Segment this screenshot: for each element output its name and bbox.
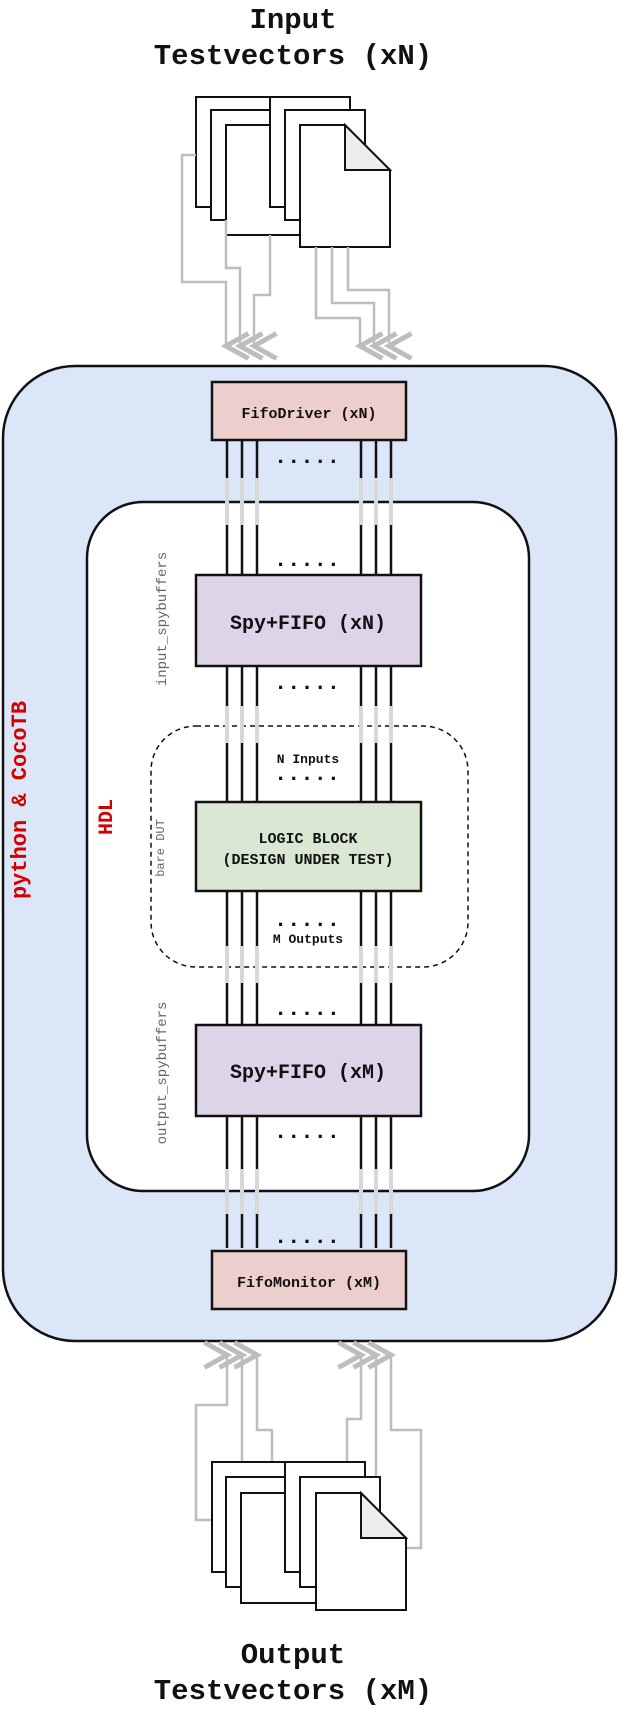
n-inputs-label: N Inputs [277, 752, 340, 767]
output-spy-fifo-box [194, 1023, 423, 1118]
fifo-monitor-box [210, 1249, 408, 1311]
input-spybuffers-label: input_spybuffers [155, 552, 171, 686]
output-document-stack-left [211, 1461, 322, 1604]
python-cocotb-label: python & CocoTB [8, 701, 33, 899]
input-testvectors-title-line1: Input [249, 4, 336, 37]
dut-bottom-ellipsis: ..... [274, 908, 340, 933]
hdl-label: HDL [96, 799, 119, 835]
input-document-stack-right [269, 96, 393, 248]
output-testvectors-title-line2: Testvectors (xM) [154, 1675, 432, 1708]
input-spy-fifo-box [194, 573, 423, 668]
input-testvectors-title-line2: Testvectors (xN) [154, 40, 432, 73]
dut-top-ellipsis: ..... [274, 762, 340, 787]
output-spy-bottom-ellipsis: ..... [274, 1120, 340, 1145]
input-connectors [180, 153, 389, 346]
monitor-ellipsis: ..... [274, 1225, 340, 1250]
output-document-stack-right [284, 1461, 409, 1611]
fifo-driver-label: FifoDriver (xN) [241, 406, 376, 423]
dut-label-line1: LOGIC BLOCK [258, 831, 357, 848]
fifo-driver-box [210, 380, 408, 442]
signal-line-breaks [225, 478, 393, 1214]
input-spy-bottom-ellipsis: ..... [274, 671, 340, 696]
bare-dut-label: bare DUT [154, 819, 168, 877]
input-spy-fifo-label: Spy+FIFO (xN) [230, 613, 386, 636]
fifo-monitor-label: FifoMonitor (xM) [237, 1275, 381, 1292]
output-testvectors-title-line1: Output [241, 1639, 345, 1672]
output-spy-fifo-label: Spy+FIFO (xM) [230, 1062, 386, 1085]
dut-box [194, 800, 423, 893]
output-spy-top-ellipsis: ..... [274, 997, 340, 1022]
dut-label-line2: (DESIGN UNDER TEST) [222, 852, 393, 869]
driver-ellipsis: ..... [274, 445, 340, 470]
bare-dut-region [150, 725, 469, 968]
output-spybuffers-label: output_spybuffers [155, 1002, 171, 1145]
input-spy-top-ellipsis: ..... [274, 548, 340, 573]
m-outputs-label: M Outputs [273, 932, 343, 947]
